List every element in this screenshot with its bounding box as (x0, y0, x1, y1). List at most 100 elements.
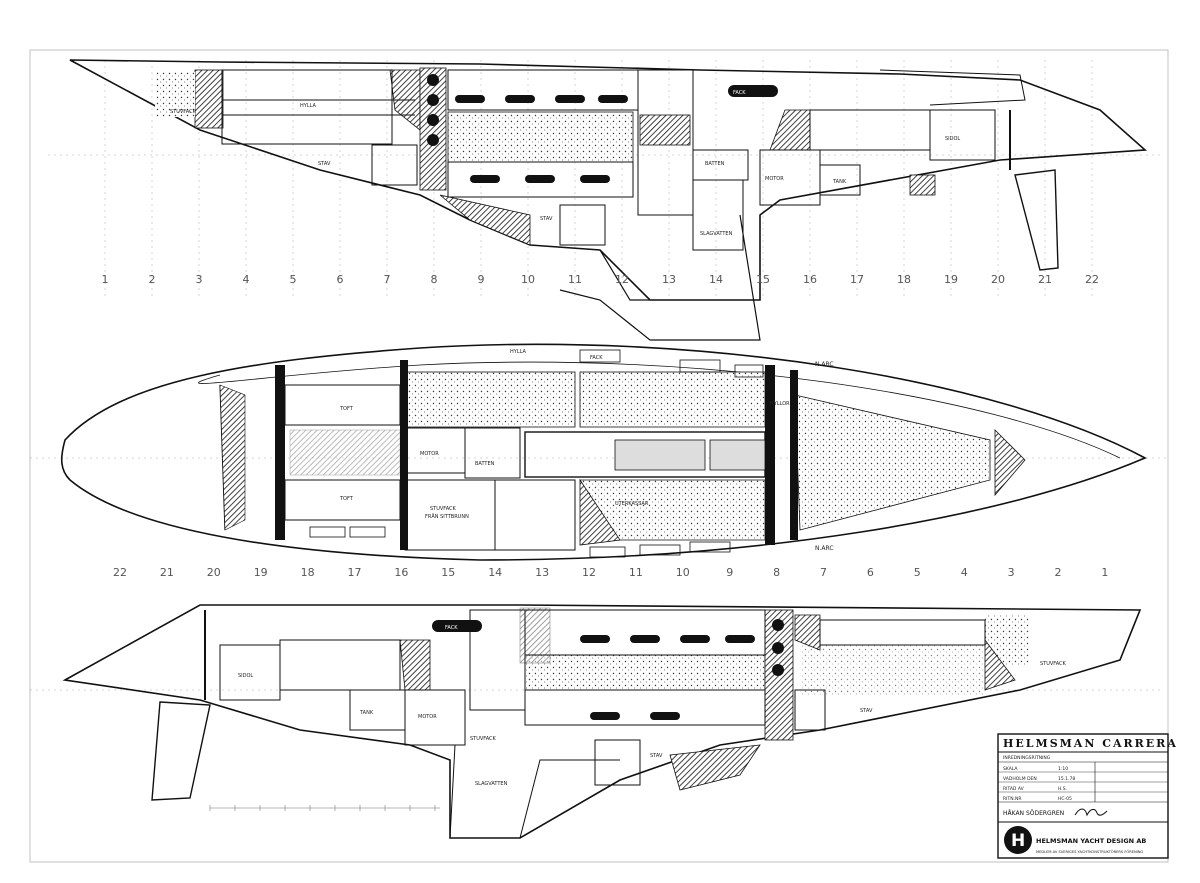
plan-label-uterkassar: UTERKASSAR (615, 501, 649, 507)
top-label-stuvfack: STUVFACK (170, 109, 197, 115)
frame-number: 7 (820, 566, 827, 579)
plan-label-narc-2: N.ARC (815, 545, 834, 552)
frame-number: 22 (1085, 273, 1099, 286)
plan-hull-outline (60, 343, 1147, 561)
plan-label-sittbrunn: FRÅN SITTBRUNN (425, 513, 469, 520)
frame-number: 9 (478, 273, 485, 286)
bottom-label-stav: STAV (650, 753, 663, 759)
title-block-subtitle: INREDNINGSRITNING (1003, 755, 1051, 761)
bottom-label-fack: FACK (445, 625, 458, 631)
frame-number: 21 (1038, 273, 1052, 286)
title-row-label-1: VADHOLM DEN (1003, 776, 1037, 782)
frame-number: 16 (803, 273, 817, 286)
title-block-company: HELMSMAN YACHT DESIGN AB (1036, 837, 1146, 845)
title-row-value-2: H.S. (1058, 786, 1067, 792)
title-row-label-0: SKALA (1003, 766, 1018, 772)
plan-label-batten: BATTEN (475, 461, 495, 467)
title-row-value-3: HC-05 (1058, 796, 1072, 802)
company-logo-letter: H (1011, 831, 1025, 851)
frame-number: 17 (850, 273, 864, 286)
plan-label-toft-1: TOFT (339, 406, 354, 412)
frame-number: 12 (582, 566, 596, 579)
plan-label-hylla: HYLLA (510, 349, 527, 355)
frame-number: 6 (867, 566, 874, 579)
title-row-label-3: RITN.NR (1003, 796, 1022, 802)
title-block: HELMSMAN CARRERA INREDNINGSRITNING SKALA… (997, 733, 1178, 859)
frame-number: 1 (1101, 566, 1108, 579)
title-block-footer: MEDLEM AV SVERIGES YACHTKONSTRUKTÖRERS F… (1036, 849, 1143, 854)
frame-number: 3 (1008, 566, 1015, 579)
title-block-designer: HÅKAN SÖDERGREN (1003, 810, 1064, 817)
top-label-motor: MOTOR (765, 176, 784, 182)
bottom-label-motor: MOTOR (418, 714, 437, 720)
frame-number: 14 (488, 566, 502, 579)
frame-number: 9 (726, 566, 733, 579)
top-label-batten: BATTEN (705, 161, 725, 167)
top-label-stav: STAV (318, 161, 331, 167)
frame-number: 10 (521, 273, 535, 286)
designer-signature (1074, 808, 1108, 817)
frame-number: 5 (290, 273, 297, 286)
frame-number: 1 (102, 273, 109, 286)
frame-number: 10 (676, 566, 690, 579)
bottom-label-tank: TANK (359, 710, 374, 716)
frame-number: 6 (337, 273, 344, 286)
plan-label-narc-1: N.ARC (815, 361, 834, 368)
top-keel-line (559, 214, 761, 341)
frame-number: 11 (568, 273, 582, 286)
dimension-baseline (209, 805, 440, 811)
top-profile-view: STUVFACK HYLLA STAV FACK MOTOR BATTEN SL… (69, 59, 1147, 341)
plan-label-hyllor: HYLLOR (770, 401, 790, 407)
frame-number: 15 (756, 273, 770, 286)
frame-number: 7 (384, 273, 391, 286)
plan-view: HYLLA FACK TOFT TOFT MOTOR BATTEN STUVFA… (60, 343, 1147, 561)
top-rudder (1014, 169, 1059, 271)
title-row-value-1: 15.1.78 (1058, 776, 1075, 782)
top-label-slagvatten: SLAGVATTEN (700, 231, 733, 237)
frame-number: 19 (944, 273, 958, 286)
title-row-value-0: 1:10 (1058, 766, 1068, 772)
frame-number: 3 (196, 273, 203, 286)
frame-number: 18 (301, 566, 315, 579)
top-label-fack: FACK (733, 90, 746, 96)
frame-number: 22 (113, 566, 127, 579)
frame-number: 8 (773, 566, 780, 579)
bottom-label-stuvfack-2: STUVFACK (1040, 661, 1067, 667)
sheet-border (29, 49, 1169, 863)
frame-number: 17 (348, 566, 362, 579)
company-logo (1004, 826, 1032, 854)
frame-number: 13 (535, 566, 549, 579)
top-label-tank: TANK (832, 179, 847, 185)
plan-label-stuvfack: STUVFACK (430, 506, 457, 512)
frame-number: 12 (615, 273, 629, 286)
frame-number: 20 (207, 566, 221, 579)
frame-number: 21 (160, 566, 174, 579)
frame-number: 4 (961, 566, 968, 579)
title-row-label-2: RITAD AV (1003, 786, 1025, 792)
frame-number: 14 (709, 273, 723, 286)
bottom-label-stuvfack: STUVFACK (470, 736, 497, 742)
frame-number: 16 (394, 566, 408, 579)
frame-number: 2 (1055, 566, 1062, 579)
plan-label-toft-2: TOFT (339, 496, 354, 502)
top-label-hylla: HYLLA (300, 103, 317, 109)
frame-number: 18 (897, 273, 911, 286)
top-label-sidol: SIDOL (945, 136, 960, 142)
title-block-title: HELMSMAN CARRERA (1003, 737, 1178, 750)
frame-number: 4 (243, 273, 250, 286)
frame-number: 19 (254, 566, 268, 579)
bottom-label-stav-2: STAV (860, 708, 873, 714)
top-hull-outline (69, 59, 1147, 301)
plan-label-motor: MOTOR (420, 451, 439, 457)
bottom-label-sidol: SIDOL (238, 673, 253, 679)
top-label-stav-2: STAV (540, 216, 553, 222)
frame-number: 13 (662, 273, 676, 286)
bottom-rudder (151, 701, 211, 801)
bottom-profile-view: FACK STUVFACK SLAGVATTEN TANK MOTOR SIDO… (62, 604, 1142, 839)
bottom-hull-outline (62, 604, 1142, 839)
frame-number: 11 (629, 566, 643, 579)
frame-number: 2 (149, 273, 156, 286)
